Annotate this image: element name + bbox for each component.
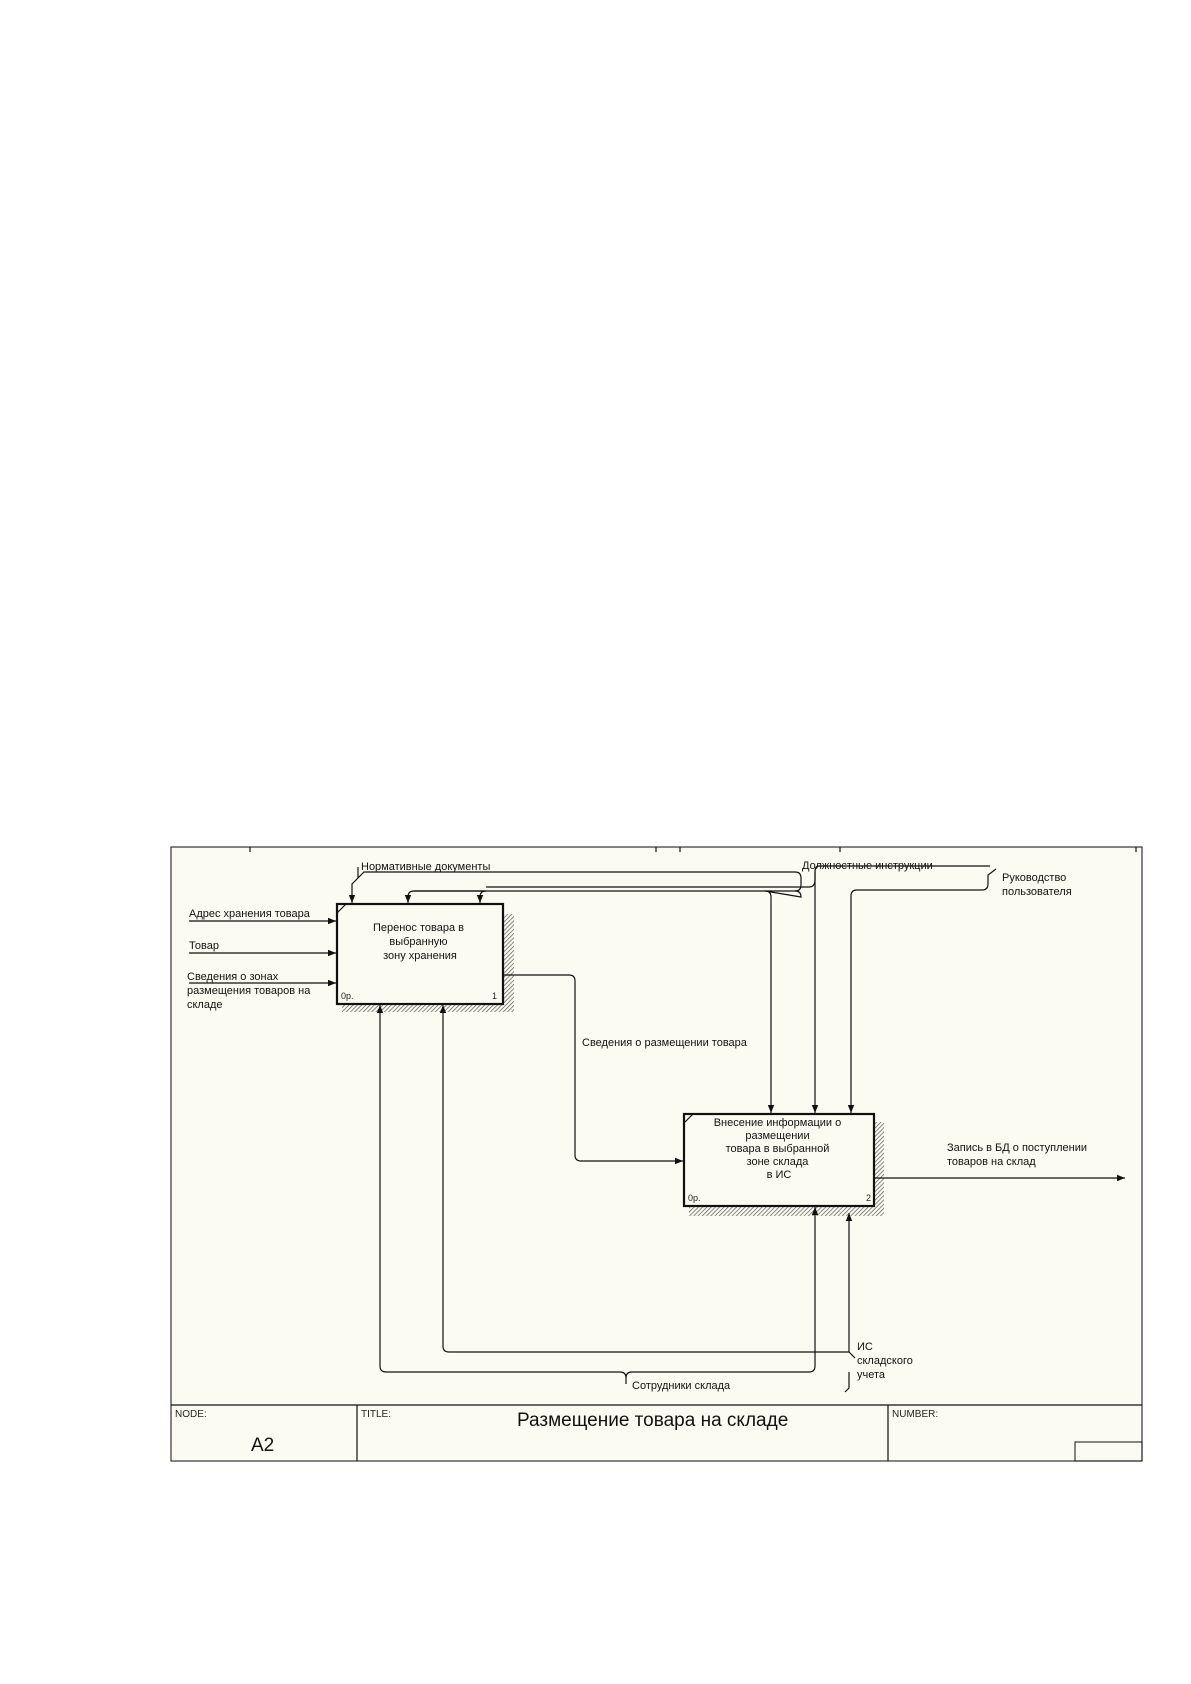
svg-text:Внесение информации о ра: Внесение информации о размещении товара … xyxy=(714,1117,845,1181)
box-2-label-line-2: размещении xyxy=(745,1130,809,1142)
box-1-number: 1 xyxy=(492,991,497,1001)
activity-box-1: Перенос товара в выбранную зону хранения… xyxy=(335,902,514,1012)
box-2-label-line-5: в ИС xyxy=(767,1169,792,1181)
diagram-sheet xyxy=(170,846,1143,1462)
node-value: A2 xyxy=(251,1435,274,1456)
label-warehouse-is-1: ИС xyxy=(857,1341,873,1353)
title-block: NODE: A2 TITLE: Размещение товара на скл… xyxy=(171,1404,1143,1462)
box-2-number: 2 xyxy=(866,1193,871,1203)
arrow-warehouse-staff: Сотрудники склада xyxy=(376,1005,819,1392)
diagram-title: Размещение товара на складе xyxy=(517,1410,788,1431)
activity-box-2: Внесение информации о размещении товара … xyxy=(682,1112,884,1216)
label-placement-info: Сведения о размещении товара xyxy=(582,1037,748,1049)
box-1-label-line-1: Перенос товара в xyxy=(373,922,464,934)
label-goods: Товар xyxy=(189,940,219,952)
label-normative-docs: Нормативные документы xyxy=(361,861,490,873)
box-2-label-line-1: Внесение информации о xyxy=(714,1117,842,1129)
title-label: TITLE: xyxy=(361,1409,391,1420)
arrow-normative-docs: Нормативные документы xyxy=(348,861,802,1113)
label-warehouse-staff: Сотрудники склада xyxy=(632,1380,731,1392)
label-zone-info-3: складе xyxy=(187,999,223,1011)
box-2-cost: 0р. xyxy=(688,1193,701,1203)
arrow-placement-info: Сведения о размещении товара xyxy=(503,974,748,1165)
arrow-user-guide: Руководство пользователя xyxy=(847,868,1072,1113)
arrow-zone-info: Сведения о зонах размещения товаров на с… xyxy=(187,971,336,1011)
arrow-goods: Товар xyxy=(189,940,336,957)
svg-text:Перенос товара в выбранн: Перенос товара в выбранную зону хранения xyxy=(373,922,467,962)
label-warehouse-is-2: складского xyxy=(857,1355,913,1367)
box-1-label-line-2: выбранную xyxy=(389,936,447,948)
number-label: NUMBER: xyxy=(892,1409,938,1420)
arrow-warehouse-is: ИС складского учета xyxy=(439,1005,913,1393)
box-1-frame xyxy=(335,902,505,1006)
label-user-guide-2: пользователя xyxy=(1002,886,1072,898)
label-job-instructions: Должностные инструкции xyxy=(802,860,933,872)
box-1-cost: 0р. xyxy=(341,991,354,1001)
label-db-record-1: Запись в БД о поступлении xyxy=(947,1142,1087,1154)
label-warehouse-is-3: учета xyxy=(857,1369,886,1381)
arrow-job-instructions: Должностные инструкции xyxy=(486,860,990,1113)
label-user-guide-1: Руководство xyxy=(1002,872,1066,884)
frame-top-ticks xyxy=(249,847,1137,852)
box-1-label-line-3: зону хранения xyxy=(383,950,457,962)
node-label: NODE: xyxy=(175,1409,207,1420)
arrow-storage-address: Адрес хранения товара xyxy=(189,908,336,925)
label-zone-info-2: размещения товаров на xyxy=(187,985,311,997)
label-db-record-2: товаров на склад xyxy=(947,1156,1036,1168)
label-zone-info-1: Сведения о зонах xyxy=(187,971,279,983)
arrow-db-record: Запись в БД о поступлении товаров на скл… xyxy=(874,1142,1125,1182)
box-2-label-line-3: товара в выбранной xyxy=(726,1143,830,1155)
label-storage-address: Адрес хранения товара xyxy=(189,908,311,920)
box-2-frame xyxy=(682,1112,876,1208)
box-2-label-line-4: зоне склада xyxy=(747,1156,810,1168)
